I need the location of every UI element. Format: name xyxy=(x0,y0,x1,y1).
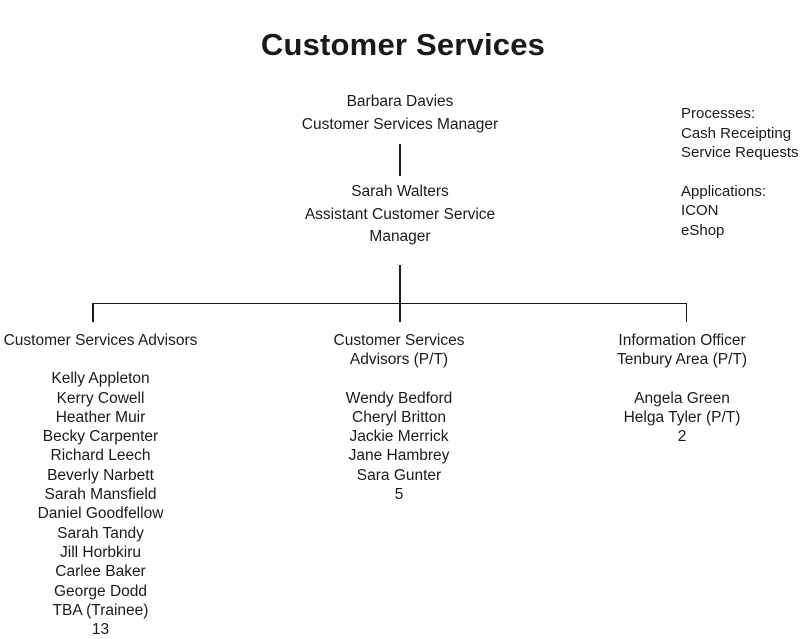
node-assistant-customer-service-manager[interactable]: Sarah Walters Assistant Customer Service… xyxy=(282,181,518,249)
staff-list: Angela Green Helga Tyler (P/T) xyxy=(582,389,782,428)
note-group-applications: Applications: ICON eShop xyxy=(681,182,806,241)
note-heading-processes: Processes: xyxy=(681,105,756,122)
department-customer-services-advisors[interactable]: Customer Services Advisors Kelly Appleto… xyxy=(0,331,201,639)
staff-list: Kelly Appleton Kerry Cowell Heather Muir… xyxy=(0,369,201,620)
list-item: ICON xyxy=(681,202,719,219)
page-title: Customer Services xyxy=(260,26,546,62)
department-title-line2: Advisors (P/T) xyxy=(349,351,449,369)
node-director-name: Barbara Davies xyxy=(346,93,454,110)
list-item: Kerry Cowell xyxy=(56,389,145,407)
list-item: Helga Tyler (P/T) xyxy=(623,408,741,426)
department-title-line1: Information Officer xyxy=(618,332,746,349)
note-heading-applications: Applications: xyxy=(681,182,767,200)
node-customer-services-manager[interactable]: Barbara Davies Customer Services Manager xyxy=(270,91,530,136)
list-item: Cheryl Britton xyxy=(352,408,446,426)
list-item: Kelly Appleton xyxy=(51,370,150,388)
staff-list: Wendy Bedford Cheryl Britton Jackie Merr… xyxy=(299,389,499,485)
list-item: TBA (Trainee) xyxy=(52,601,149,619)
note-list-processes: Cash Receipting Service Requests xyxy=(681,124,806,163)
list-item: Sarah Mansfield xyxy=(44,486,157,504)
side-notes-panel: Processes: Cash Receipting Service Reque… xyxy=(681,104,806,240)
connector-director-to-assistant xyxy=(399,144,401,176)
department-title: Information Officer Tenbury Area (P/T) xyxy=(582,331,782,370)
list-item: Jill Horbkiru xyxy=(60,543,141,561)
list-item: Sarah Tandy xyxy=(57,524,144,542)
department-title: Customer Services Advisors (P/T) xyxy=(299,331,499,370)
connector-assistant-stem xyxy=(399,265,401,304)
list-item: Daniel Goodfellow xyxy=(37,505,164,523)
list-item: Wendy Bedford xyxy=(345,389,453,407)
node-assistant-name: Sarah Walters xyxy=(351,183,449,200)
note-group-processes: Processes: Cash Receipting Service Reque… xyxy=(681,104,806,163)
list-item: Beverly Narbett xyxy=(47,466,154,484)
list-item: Service Requests xyxy=(681,144,799,161)
list-item: George Dodd xyxy=(53,582,148,600)
list-item: Heather Muir xyxy=(55,408,146,426)
list-item: Cash Receipting xyxy=(681,124,792,142)
staff-count: 2 xyxy=(677,428,687,446)
staff-count: 5 xyxy=(394,486,404,504)
list-item: Sara Gunter xyxy=(356,466,442,484)
department-information-officer-tenbury[interactable]: Information Officer Tenbury Area (P/T) A… xyxy=(582,331,782,446)
list-item: Angela Green xyxy=(634,389,730,407)
list-item: Jane Hambrey xyxy=(348,447,450,465)
node-assistant-role: Assistant Customer Service Manager xyxy=(304,205,496,246)
list-item: eShop xyxy=(681,221,725,239)
department-title-line1: Customer Services Advisors xyxy=(3,332,198,349)
connector-horizontal-bus xyxy=(92,302,687,305)
list-item: Carlee Baker xyxy=(55,563,146,581)
note-list-applications: ICON eShop xyxy=(681,201,806,240)
list-item: Becky Carpenter xyxy=(42,428,159,446)
department-title-line1: Customer Services xyxy=(333,332,465,349)
list-item: Jackie Merrick xyxy=(349,428,449,446)
list-item: Richard Leech xyxy=(50,447,151,465)
connector-drop-center xyxy=(399,302,401,322)
staff-count: 13 xyxy=(91,621,110,639)
node-director-role: Customer Services Manager xyxy=(301,115,499,133)
department-title-line2: Tenbury Area (P/T) xyxy=(616,351,748,369)
department-title: Customer Services Advisors xyxy=(0,331,201,350)
connector-drop-right xyxy=(685,302,688,322)
department-customer-services-advisors-part-time[interactable]: Customer Services Advisors (P/T) Wendy B… xyxy=(299,331,499,504)
connector-drop-left xyxy=(92,302,94,322)
